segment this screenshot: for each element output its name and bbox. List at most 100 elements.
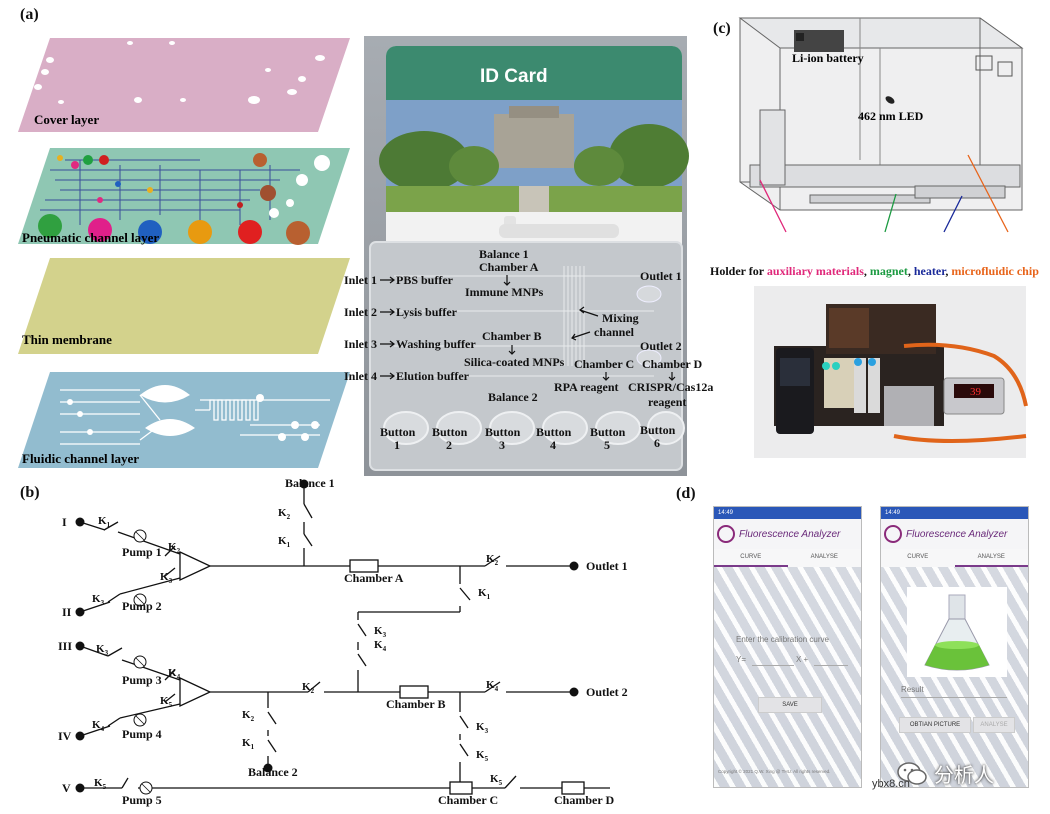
app-logo-icon xyxy=(884,525,902,543)
obtain-picture-button[interactable]: OBTIAN PICTURE xyxy=(899,717,971,733)
valve-k-label: K5 xyxy=(476,749,489,763)
button-1-num: 1 xyxy=(394,438,400,452)
valve-k-label: K5 xyxy=(160,695,173,709)
valve-k-label: K4 xyxy=(374,639,387,653)
x-plus-label: X + xyxy=(796,655,809,664)
valve-circuit: Balance 1 Balance 2 Outlet 1 Outlet 2 Ch… xyxy=(58,476,628,807)
circuit-balance2: Balance 2 xyxy=(248,765,298,779)
device-render: Li-ion battery 462 nm LED xyxy=(738,17,1024,233)
valve-k-label: K2 xyxy=(168,541,181,555)
circuit-chamber-c: Chamber C xyxy=(438,793,498,807)
tab-analyse[interactable]: ANALYSE xyxy=(954,549,1028,567)
circuit-chamber-b: Chamber B xyxy=(386,697,445,711)
chip-inlet3: Inlet 3 xyxy=(344,337,377,351)
holder-text: Holder for xyxy=(710,264,764,278)
pump-2-label: Pump 2 xyxy=(122,599,162,613)
circuit-outlet1: Outlet 1 xyxy=(586,559,628,573)
valve-k-label: K3 xyxy=(160,571,173,585)
valve-k-label: K1 xyxy=(478,587,491,601)
chip-inlet4: Inlet 4 xyxy=(344,369,377,383)
button-4-num: 4 xyxy=(550,438,556,452)
thin-membrane-label: Thin membrane xyxy=(22,332,112,347)
button-2-num: 2 xyxy=(446,438,452,452)
watermark-brand: 分析人 xyxy=(934,762,994,787)
pump-5-label: Pump 5 xyxy=(122,793,162,807)
result-field xyxy=(901,697,1007,698)
chip-crispr: CRISPR/Cas12a xyxy=(628,380,713,394)
button-5-num: 5 xyxy=(604,438,610,452)
valve-k-label: K5 xyxy=(94,777,107,791)
status-bar: 14:49 xyxy=(881,507,1028,519)
pump-1-label: Pump 1 xyxy=(122,545,162,559)
valve-k-label: K2 xyxy=(242,709,255,723)
card-title: ID Card xyxy=(480,66,548,87)
device-battery: Li-ion battery xyxy=(792,51,864,65)
valve-k-label: K5 xyxy=(490,773,503,787)
valve-k-label: K4 xyxy=(486,679,499,693)
valve-k-label: K2 xyxy=(278,507,291,521)
device-photo: 39 xyxy=(754,286,1028,458)
chip-inlet2: Inlet 2 xyxy=(344,305,377,319)
intercept-input[interactable] xyxy=(814,665,848,666)
button-1-label: Button xyxy=(380,425,416,439)
app-title: Fluorescence Analyzer xyxy=(906,528,1008,540)
chip-chamber-c: Chamber C xyxy=(574,357,634,371)
chip-mixing: Mixing xyxy=(602,311,639,325)
wechat-icon xyxy=(897,762,927,785)
valve-k-label: K1 xyxy=(98,515,111,529)
valve-k-label: K3 xyxy=(374,625,387,639)
circuit-chamber-a: Chamber A xyxy=(344,571,404,585)
button-3-label: Button xyxy=(485,425,521,439)
chip-pbs: PBS buffer xyxy=(396,273,454,287)
chip-outlet1: Outlet 1 xyxy=(640,269,682,283)
circuit-outlet2: Outlet 2 xyxy=(586,685,628,699)
holder-heater: heater xyxy=(913,264,946,278)
chip-chamber-a: Chamber A xyxy=(479,260,539,274)
analyse-button[interactable]: ANALYSE xyxy=(973,717,1015,733)
chip-channel: channel xyxy=(594,325,635,339)
watermark-site: ybx8.cn xyxy=(872,778,910,790)
holder-aux: auxiliary materials xyxy=(766,264,864,278)
chip-photo xyxy=(364,36,689,476)
pneumatic-layer-label: Pneumatic channel layer xyxy=(22,230,159,245)
chip-balance2: Balance 2 xyxy=(488,390,538,404)
copyright-text: Copyright © 2021 Q.W. Xing @ THU. All ri… xyxy=(718,769,831,774)
slope-input[interactable] xyxy=(752,665,794,666)
inlet-II: II xyxy=(62,605,72,619)
inlet-IV: IV xyxy=(58,729,72,743)
inlet-V: V xyxy=(62,781,71,795)
chip-immune-mnps: Immune MNPs xyxy=(465,285,544,299)
layer-stack: Cover layer Pneumatic channel layer Thin… xyxy=(18,38,350,468)
chip-chamber-b: Chamber B xyxy=(482,329,541,343)
valve-k-label: K1 xyxy=(242,737,255,751)
holder-sep3: , xyxy=(945,264,949,278)
pump-3-label: Pump 3 xyxy=(122,673,162,687)
valve-k-label: K3 xyxy=(92,593,105,607)
circuit-chamber-d: Chamber D xyxy=(554,793,614,807)
tab-curve[interactable]: CURVE xyxy=(714,549,788,567)
chip-inlet1: Inlet 1 xyxy=(344,273,377,287)
button-6-label: Button xyxy=(640,423,676,437)
tab-analyse[interactable]: ANALYSE xyxy=(810,554,838,560)
valve-k-label: K2 xyxy=(486,553,499,567)
panel-b-label: (b) xyxy=(20,484,40,501)
watermark: 分析人 xyxy=(896,758,1026,788)
button-5-label: Button xyxy=(590,425,626,439)
chip-rpa: RPA reagent xyxy=(554,380,619,394)
tab-curve[interactable]: CURVE xyxy=(907,554,929,560)
flask-image xyxy=(907,587,1007,677)
pump-4-label: Pump 4 xyxy=(122,727,162,741)
button-2-label: Button xyxy=(432,425,468,439)
cover-layer-label: Cover layer xyxy=(34,112,99,127)
chip-silica: Silica-coated MNPs xyxy=(464,355,565,369)
button-4-label: Button xyxy=(536,425,572,439)
calibration-prompt: Enter the calibration curve xyxy=(736,635,829,644)
panel-a-label: (a) xyxy=(20,6,39,23)
panel-d-label: (d) xyxy=(676,485,696,502)
save-button[interactable]: SAVE xyxy=(758,697,822,713)
valve-k-label: K3 xyxy=(96,643,109,657)
chip-outlet2: Outlet 2 xyxy=(640,339,682,353)
holder-caption: Holder for auxiliary materials, magnet, … xyxy=(710,264,1039,279)
molecular-background xyxy=(714,567,861,787)
app-logo-icon xyxy=(717,525,735,543)
